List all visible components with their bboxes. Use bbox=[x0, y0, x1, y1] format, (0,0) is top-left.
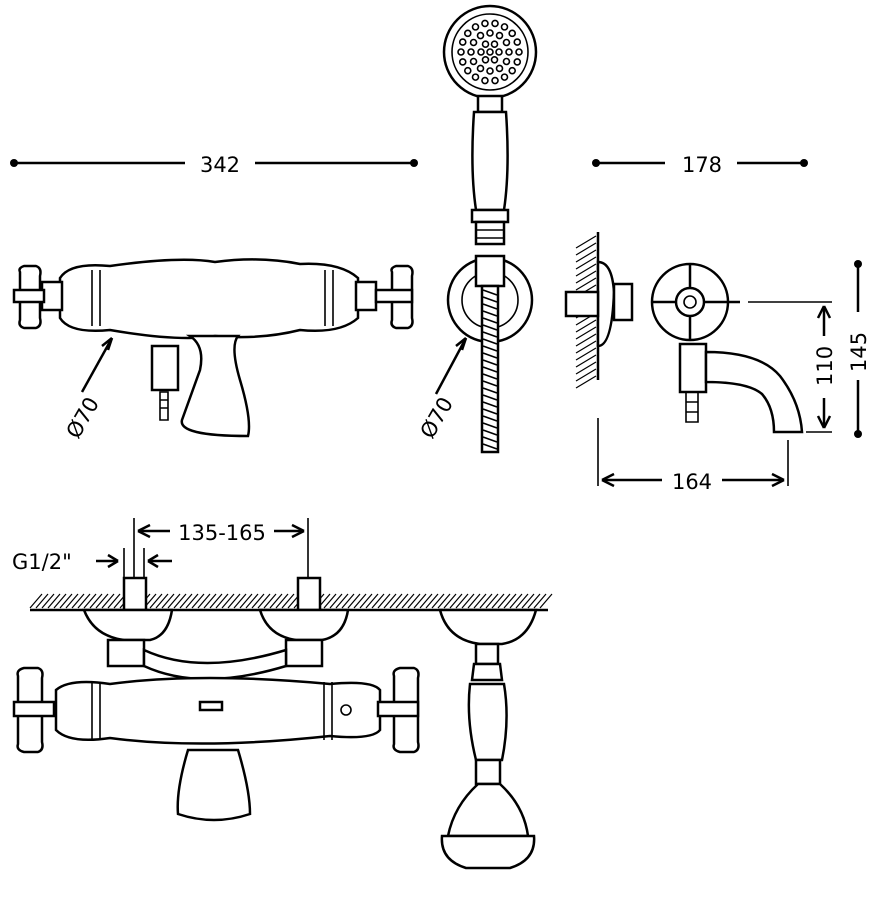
dimension-label-164: 164 bbox=[672, 470, 712, 494]
nozzle bbox=[500, 23, 509, 31]
nozzle bbox=[469, 38, 478, 47]
nozzle bbox=[502, 38, 511, 47]
spout-front bbox=[180, 334, 251, 438]
dimension-label-342: 342 bbox=[200, 153, 240, 177]
nozzle bbox=[491, 19, 499, 28]
nozzle bbox=[481, 19, 489, 28]
nozzle bbox=[481, 40, 490, 49]
nozzle bbox=[490, 55, 499, 64]
nozzle bbox=[463, 66, 472, 75]
dimension-depth-side: 178 bbox=[592, 153, 808, 177]
nozzle bbox=[469, 57, 478, 66]
side-view: 178 110 bbox=[564, 153, 871, 494]
dimension-label-110: 110 bbox=[813, 346, 837, 386]
nozzle bbox=[515, 48, 523, 56]
nozzle bbox=[471, 73, 480, 81]
nozzle bbox=[508, 29, 517, 38]
nozzle bbox=[495, 31, 504, 40]
dimension-label-diameter-front: Ø70 bbox=[62, 393, 104, 442]
nozzle bbox=[495, 64, 504, 73]
nozzle bbox=[481, 55, 490, 64]
nozzle bbox=[500, 73, 509, 81]
nozzle bbox=[458, 38, 467, 46]
nozzle bbox=[477, 48, 485, 56]
dimension-spout-height: 110 bbox=[748, 301, 837, 433]
spout-side bbox=[704, 350, 804, 434]
shower-handle bbox=[471, 110, 509, 212]
dimension-inlet-spacing: 135-165 bbox=[133, 518, 309, 578]
nozzle bbox=[471, 23, 480, 31]
nozzle bbox=[476, 31, 485, 40]
dimension-inlet-thread: G1/2" bbox=[12, 548, 172, 578]
dimension-label-diameter-holder: Ø70 bbox=[416, 393, 458, 442]
nozzle bbox=[481, 76, 489, 85]
dimension-height-total: 145 bbox=[847, 260, 871, 438]
nozzle bbox=[486, 29, 494, 37]
nozzle bbox=[513, 38, 522, 46]
front-view: 342 Ø70 bbox=[10, 153, 418, 443]
nozzle bbox=[513, 58, 522, 66]
mixer-body bbox=[58, 258, 360, 340]
dimension-label-thread: G1/2" bbox=[12, 550, 72, 574]
nozzle bbox=[490, 40, 499, 49]
handle-right bbox=[374, 264, 414, 330]
dimension-spout-reach: 164 bbox=[597, 418, 789, 494]
dimension-width-front: 342 bbox=[10, 153, 418, 177]
nozzle bbox=[476, 64, 485, 73]
nozzle bbox=[491, 76, 499, 85]
nozzle bbox=[486, 67, 494, 75]
dimension-label-178: 178 bbox=[682, 153, 722, 177]
nozzle bbox=[508, 66, 517, 75]
nozzle bbox=[495, 48, 503, 56]
nozzle bbox=[457, 48, 465, 56]
dimension-label-145: 145 bbox=[847, 332, 871, 372]
nozzle bbox=[463, 29, 472, 38]
top-view: 135-165 G1/2" bbox=[12, 518, 553, 870]
handle-left bbox=[12, 264, 46, 330]
nozzle bbox=[486, 48, 494, 56]
nozzle bbox=[467, 48, 475, 56]
nozzle bbox=[458, 58, 467, 66]
dimension-label-135-165: 135-165 bbox=[178, 521, 266, 545]
nozzle bbox=[502, 57, 511, 66]
shower-nozzles bbox=[457, 19, 523, 85]
nozzle bbox=[505, 48, 513, 56]
hand-shower-view: Ø70 bbox=[416, 4, 538, 454]
